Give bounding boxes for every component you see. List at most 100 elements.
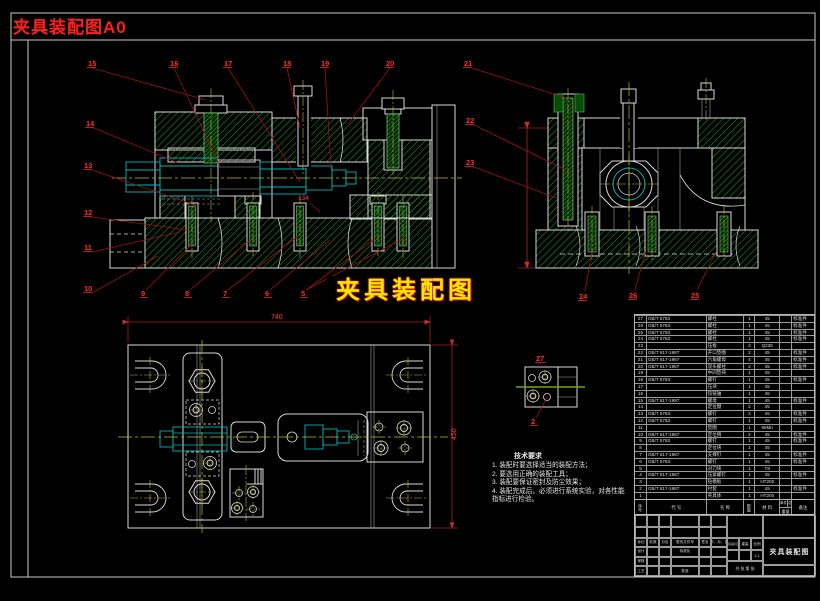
bom-cell — [792, 404, 814, 410]
title-block-right: 夹具装配图 — [763, 515, 816, 576]
bom-cell: GB/T 617-1987 — [647, 363, 707, 370]
tb-sign: 签名 — [699, 538, 711, 547]
bom-cell: 9 — [635, 438, 647, 445]
bom-cell: GB/T 617-1987 — [647, 349, 707, 356]
bom-header-unit: 单件 — [780, 500, 788, 508]
bom-cell: 1 — [744, 485, 756, 492]
bom-cell: 25 — [635, 329, 647, 336]
main-title: 夹具装配图 — [327, 276, 485, 306]
tech-line: 4. 装配完成后，必须进行系统实验，对各性能指标进行检验。 — [492, 487, 625, 504]
detail-view-label: 27 — [536, 354, 544, 363]
bom-cell — [780, 322, 793, 329]
bom-header-name: 名 称 — [707, 499, 745, 516]
bom-cell: 1 — [744, 383, 756, 390]
bom-cell: Q235 — [755, 343, 781, 349]
tb-drawing-title: 夹具装配图 — [763, 538, 816, 566]
balloon: 21 — [464, 59, 472, 68]
bom-cell — [780, 411, 793, 417]
bom-cell — [647, 343, 707, 349]
bom-cell: GB/T 617-1987 — [647, 356, 707, 363]
bom-cell: 21 — [635, 356, 647, 363]
bom-cell — [792, 466, 814, 472]
bom-cell: 螺钉 — [707, 417, 745, 424]
bom-cell — [780, 451, 793, 458]
bom-cell: 11 — [635, 424, 647, 431]
tb-check: 审核 — [635, 556, 647, 567]
bom-cell: 1 — [744, 316, 756, 322]
bom-cell: 7 — [635, 451, 647, 458]
bom-cell: 衬套 — [707, 485, 745, 492]
bom-cell — [647, 390, 707, 397]
bom-cell: 45 — [755, 349, 781, 356]
bom-cell: 螺栓 — [707, 336, 745, 343]
bom-cell: 标准件 — [793, 349, 807, 355]
sheet-frame — [10, 12, 816, 578]
bom-cell: 1 — [744, 329, 756, 336]
bom-cell: 45 — [755, 411, 781, 417]
bom-cell — [792, 343, 814, 349]
detail-balloon: 2 — [531, 417, 535, 426]
bom-cell: 夹具体 — [707, 492, 745, 499]
bom-cell: 螺钉 — [707, 377, 745, 383]
bom-cell: GB/T 5783 — [647, 336, 707, 343]
title-block: 标记 处数 分区 更改文件号 签名 年、月、日 设计 标准化 审核 工艺 — [634, 514, 816, 577]
bom-cell: 标准件 — [793, 316, 807, 321]
bom-cell: GB/T 617-1987 — [647, 451, 707, 458]
bom-cell: GB/T 617-1987 — [647, 472, 707, 479]
detail-view: 27 2 — [516, 354, 585, 426]
plan-center-plate — [182, 352, 223, 521]
bom-cell: 1 — [744, 370, 756, 377]
bom-header-remark: 备注 — [798, 505, 808, 511]
bom-cell: 13 — [635, 411, 647, 417]
bom-cell: 压板 — [707, 343, 745, 349]
bom-cell: 1 — [744, 377, 756, 383]
bom-cell: 六角螺母 — [707, 356, 745, 363]
balloon-numbers: 15 16 17 18 19 20 14 13 12 11 10 9 8 7 6… — [83, 59, 699, 301]
bom-cell: 45 — [755, 390, 781, 397]
bom-cell: 铰链轴 — [707, 390, 745, 397]
bom-cell: 压块 — [707, 383, 745, 390]
bom-cell: 45 — [755, 370, 781, 377]
bom-cell: 45 — [755, 451, 781, 458]
bom-cell: 钻模板 — [707, 479, 745, 485]
balloon: 18 — [283, 59, 291, 68]
bom-cell: GB/T 5783 — [647, 411, 707, 417]
bom-cell — [792, 425, 814, 431]
bom-cell: 2 — [744, 343, 756, 349]
bom-cell — [792, 445, 814, 451]
left-tower — [154, 88, 273, 222]
bom-cell: GB/T 5783 — [647, 417, 707, 424]
bom-cell — [780, 492, 793, 499]
bom-cell: 标准件 — [793, 411, 807, 417]
bom-cell: 标准件 — [793, 336, 807, 342]
bom-cell: 标准件 — [793, 356, 807, 362]
bom-cell: 24 — [635, 336, 647, 343]
middle-bracket — [271, 80, 433, 219]
bom-cell — [647, 370, 707, 377]
bom-cell: 45 — [755, 417, 781, 424]
bom-cell: 标准件 — [793, 451, 807, 457]
bom-cell: 2 — [635, 485, 647, 492]
bom-cell: 18 — [635, 377, 647, 383]
bom-cell — [780, 431, 793, 438]
bom-cell — [780, 383, 793, 390]
bom-cell: 17 — [635, 383, 647, 390]
bom-header-code: 代 号 — [647, 499, 707, 516]
bom-cell: GB/T 617-1987 — [647, 431, 707, 438]
bom-cell: 2 — [744, 431, 756, 438]
bom-cell: 对刀块 — [707, 465, 745, 472]
balloon: 13 — [84, 161, 92, 170]
